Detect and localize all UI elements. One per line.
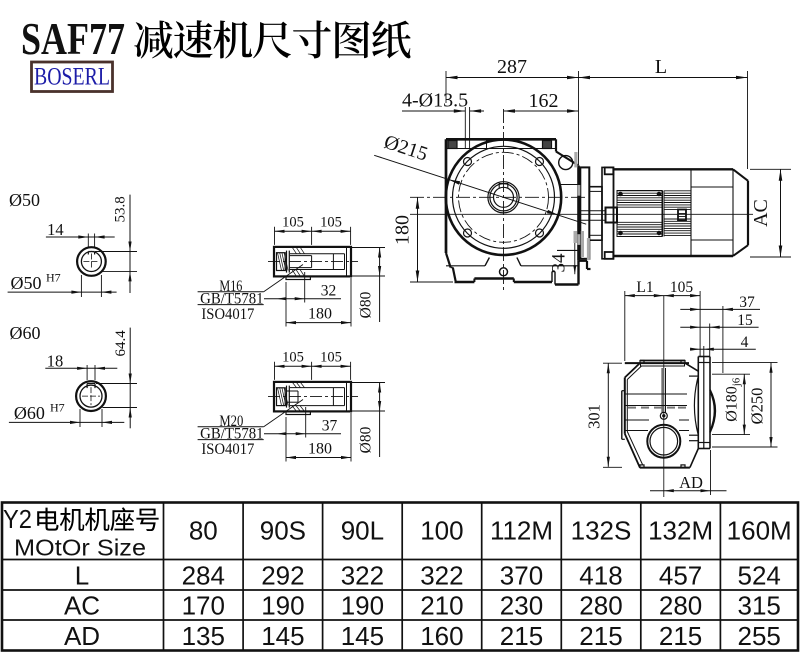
svg-text:Ø50: Ø50 bbox=[11, 273, 42, 293]
svg-text:132M: 132M bbox=[648, 516, 713, 546]
svg-text:18: 18 bbox=[47, 352, 64, 371]
svg-text:135: 135 bbox=[182, 621, 225, 651]
svg-text:280: 280 bbox=[579, 591, 622, 621]
svg-text:145: 145 bbox=[261, 621, 304, 651]
svg-text:105: 105 bbox=[320, 214, 342, 230]
svg-text:105: 105 bbox=[320, 349, 342, 365]
svg-text:ISO4017: ISO4017 bbox=[201, 441, 254, 458]
svg-text:L: L bbox=[655, 56, 667, 78]
svg-text:MOtOr Size: MOtOr Size bbox=[14, 535, 146, 561]
svg-text:L: L bbox=[75, 561, 89, 591]
svg-text:Ø50: Ø50 bbox=[9, 190, 40, 210]
svg-text:287: 287 bbox=[497, 56, 527, 78]
svg-text:105: 105 bbox=[670, 279, 694, 296]
svg-text:ISO4017: ISO4017 bbox=[201, 306, 254, 323]
svg-text:160: 160 bbox=[420, 621, 463, 651]
svg-text:37: 37 bbox=[322, 418, 338, 435]
svg-text:37: 37 bbox=[739, 294, 755, 311]
svg-text:180: 180 bbox=[392, 215, 414, 245]
svg-text:Ø60: Ø60 bbox=[14, 403, 45, 423]
svg-text:301: 301 bbox=[585, 404, 604, 429]
svg-text:132S: 132S bbox=[571, 516, 632, 546]
svg-text:AC: AC bbox=[750, 199, 772, 227]
svg-text:105: 105 bbox=[282, 349, 304, 365]
svg-text:215: 215 bbox=[659, 621, 702, 651]
svg-text:AD: AD bbox=[64, 621, 100, 651]
svg-text:145: 145 bbox=[341, 621, 384, 651]
svg-text:j6: j6 bbox=[731, 377, 743, 387]
svg-text:315: 315 bbox=[738, 591, 781, 621]
svg-text:Ø180: Ø180 bbox=[724, 386, 741, 422]
svg-text:190: 190 bbox=[261, 591, 304, 621]
svg-text:Ø80: Ø80 bbox=[358, 426, 375, 453]
svg-text:215: 215 bbox=[579, 621, 622, 651]
svg-text:H7: H7 bbox=[46, 271, 61, 285]
svg-text:370: 370 bbox=[500, 561, 543, 591]
svg-text:190: 190 bbox=[341, 591, 384, 621]
svg-text:180: 180 bbox=[308, 306, 332, 323]
svg-text:64.4: 64.4 bbox=[113, 330, 129, 357]
svg-text:BOSERL: BOSERL bbox=[34, 64, 110, 91]
svg-text:GB/T5781: GB/T5781 bbox=[200, 426, 264, 443]
svg-text:32: 32 bbox=[321, 283, 337, 300]
svg-text:255: 255 bbox=[738, 621, 781, 651]
svg-text:SAF77: SAF77 bbox=[21, 14, 125, 64]
svg-text:L1: L1 bbox=[636, 279, 653, 296]
svg-text:Y2: Y2 bbox=[3, 504, 32, 534]
svg-text:180: 180 bbox=[308, 441, 332, 458]
svg-text:162: 162 bbox=[529, 90, 559, 112]
svg-text:M20: M20 bbox=[219, 413, 243, 430]
svg-text:112M: 112M bbox=[490, 516, 553, 546]
svg-text:H7: H7 bbox=[50, 401, 65, 415]
svg-text:34: 34 bbox=[549, 253, 570, 273]
svg-text:Ø60: Ø60 bbox=[10, 323, 41, 343]
svg-text:322: 322 bbox=[420, 561, 463, 591]
svg-text:80: 80 bbox=[189, 516, 218, 546]
svg-text:457: 457 bbox=[659, 561, 702, 591]
svg-text:160M: 160M bbox=[727, 516, 792, 546]
svg-text:GB/T5781: GB/T5781 bbox=[200, 291, 264, 308]
svg-text:280: 280 bbox=[659, 591, 702, 621]
svg-text:322: 322 bbox=[341, 561, 384, 591]
svg-text:M16: M16 bbox=[219, 278, 242, 295]
svg-text:4: 4 bbox=[741, 334, 749, 351]
svg-text:90S: 90S bbox=[260, 516, 306, 546]
svg-text:215: 215 bbox=[500, 621, 543, 651]
svg-text:AD: AD bbox=[679, 473, 703, 492]
svg-text:4-Ø13.5: 4-Ø13.5 bbox=[402, 90, 468, 112]
svg-text:100: 100 bbox=[420, 516, 463, 546]
svg-text:90L: 90L bbox=[341, 516, 384, 546]
svg-text:284: 284 bbox=[182, 561, 225, 591]
svg-text:Ø80: Ø80 bbox=[358, 291, 375, 318]
svg-text:418: 418 bbox=[579, 561, 622, 591]
svg-text:Ø250: Ø250 bbox=[748, 388, 767, 425]
svg-text:105: 105 bbox=[282, 214, 304, 230]
svg-text:230: 230 bbox=[500, 591, 543, 621]
svg-text:524: 524 bbox=[738, 561, 781, 591]
svg-text:15: 15 bbox=[737, 312, 753, 329]
svg-text:53.8: 53.8 bbox=[113, 196, 129, 222]
svg-text:210: 210 bbox=[420, 591, 463, 621]
svg-text:292: 292 bbox=[261, 561, 304, 591]
svg-text:170: 170 bbox=[182, 591, 225, 621]
svg-text:AC: AC bbox=[64, 591, 100, 621]
svg-text:14: 14 bbox=[47, 220, 64, 239]
